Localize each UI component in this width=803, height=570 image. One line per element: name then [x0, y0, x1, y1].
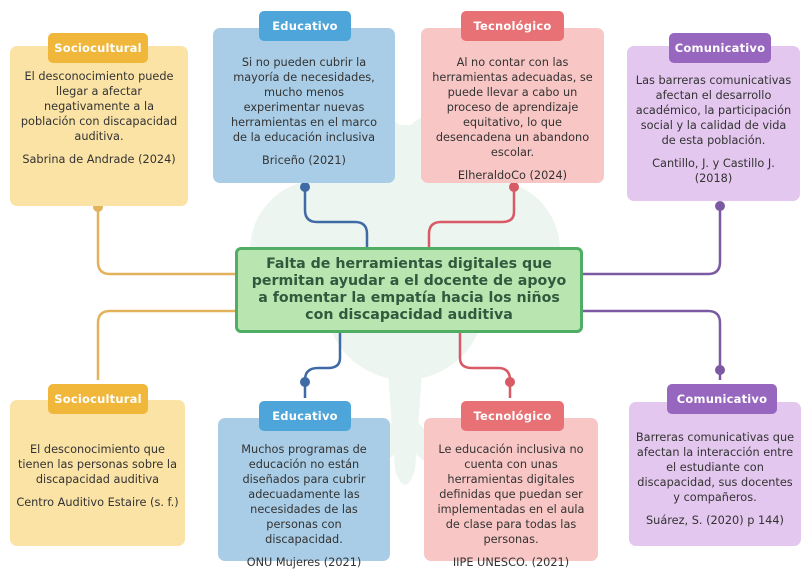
node-dot-bottom-tecnologico	[505, 377, 515, 387]
card-text: Las barreras comunicativas afectan el de…	[635, 74, 792, 147]
card-top-tecnologico: Al no contar con las herramientas adecua…	[421, 28, 604, 183]
central-topic: Falta de herramientas digitales que perm…	[235, 247, 583, 333]
card-text: El desconocimiento que tienen las person…	[17, 443, 177, 486]
card-top-educativo: Si no pueden cubrir la mayoría de necesi…	[213, 28, 395, 183]
node-dot-bottom-educativo	[300, 377, 310, 387]
card-top-sociocultural: El desconocimiento puede llegar a afecta…	[10, 46, 188, 206]
connector-bottom-sociocultural	[96, 309, 236, 380]
tag-bottom-educativo: Educativo	[259, 401, 351, 431]
node-dot-bottom-comunicativo	[715, 365, 725, 375]
tag-top-educativo: Educativo	[259, 11, 351, 41]
card-reference: Suárez, S. (2020) p 144)	[646, 514, 784, 527]
connector-top-tecnologico	[427, 187, 516, 249]
card-text: El desconocimiento puede llegar a afecta…	[20, 70, 178, 143]
central-topic-text: Falta de herramientas digitales que perm…	[251, 256, 567, 323]
card-reference: Centro Auditivo Estaire (s. f.)	[16, 496, 179, 509]
card-reference: IIPE UNESCO. (2021)	[452, 556, 570, 569]
card-text: Si no pueden cubrir la mayoría de necesi…	[230, 56, 378, 144]
card-text: Barreras comunicativas que afectan la in…	[635, 431, 795, 504]
tag-top-tecnologico: Tecnológico	[461, 11, 564, 41]
card-text: Muchos programas de educación no están d…	[241, 443, 367, 546]
tag-top-sociocultural: Sociocultural	[48, 33, 148, 63]
node-dot-top-comunicativo	[715, 201, 725, 211]
card-reference: Cantillo, J. y Castillo J. (2018)	[652, 157, 775, 185]
tag-top-comunicativo: Comunicativo	[669, 33, 771, 63]
connector-bottom-educativo	[303, 332, 342, 398]
card-text: Al no contar con las herramientas adecua…	[432, 56, 593, 159]
card-reference: Briceño (2021)	[262, 154, 346, 167]
tag-bottom-sociocultural: Sociocultural	[48, 384, 148, 414]
card-bottom-sociocultural: El desconocimiento que tienen las person…	[10, 400, 185, 546]
node-dot-top-tecnologico	[509, 182, 519, 192]
connector-bottom-comunicativo	[582, 309, 722, 380]
tag-bottom-comunicativo: Comunicativo	[667, 384, 777, 414]
connector-bottom-tecnologico	[458, 332, 512, 398]
card-reference: ElheraldoCo (2024)	[457, 169, 568, 182]
card-reference: ONU Mujeres (2021)	[246, 556, 362, 569]
card-text: Le educación inclusiva no cuenta con una…	[437, 443, 585, 546]
tag-bottom-tecnologico: Tecnológico	[461, 401, 564, 431]
card-reference: Sabrina de Andrade (2024)	[22, 153, 176, 166]
connector-top-sociocultural	[96, 207, 236, 276]
card-bottom-comunicativo: Barreras comunicativas que afectan la in…	[629, 402, 801, 546]
card-bottom-tecnologico: Le educación inclusiva no cuenta con una…	[424, 418, 598, 569]
card-top-comunicativo: Las barreras comunicativas afectan el de…	[627, 46, 800, 201]
card-bottom-educativo: Muchos programas de educación no están d…	[218, 418, 390, 569]
node-dot-top-educativo	[300, 182, 310, 192]
connector-top-comunicativo	[582, 206, 722, 276]
connector-top-educativo	[303, 187, 369, 249]
